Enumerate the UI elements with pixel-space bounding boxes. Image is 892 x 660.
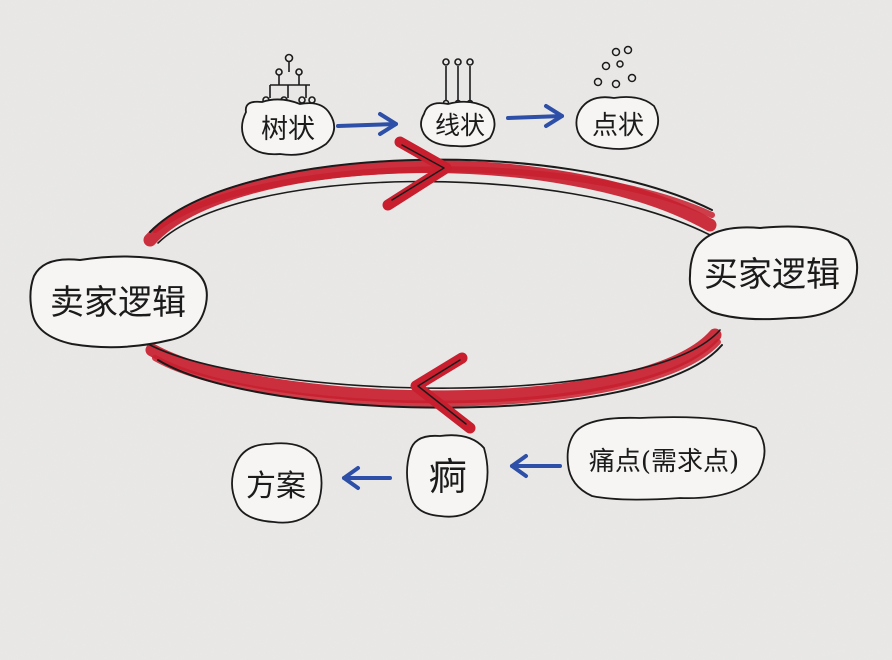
node-point-label: 点状	[592, 111, 644, 141]
node-line: 线状	[420, 100, 496, 148]
top-flow-arrow-2	[506, 104, 564, 128]
node-plan: 方案	[231, 442, 323, 524]
node-pain-point-label: 痛点(需求点)	[589, 447, 739, 477]
node-field-label: 痾	[429, 455, 467, 499]
bottom-flow-arrow-1	[510, 454, 562, 478]
node-seller-logic: 卖家逻辑	[29, 255, 208, 349]
lower-cycle-arrow	[145, 328, 723, 434]
node-tree-label: 树状	[261, 114, 315, 145]
node-buyer-logic: 买家逻辑	[688, 225, 859, 321]
top-flow-arrow-1	[336, 112, 398, 136]
node-point: 点状	[575, 96, 660, 150]
node-buyer-logic-label: 买家逻辑	[704, 255, 840, 295]
node-line-label: 线状	[435, 111, 485, 140]
bottom-flow-arrow-2	[342, 466, 392, 490]
node-plan-label: 方案	[246, 469, 306, 504]
node-field: 痾	[406, 434, 489, 518]
node-pain-point: 痛点(需求点)	[566, 416, 766, 501]
node-tree: 树状	[241, 98, 336, 156]
node-seller-logic-label: 卖家逻辑	[50, 283, 186, 323]
upper-cycle-arrow	[143, 136, 717, 247]
scattered-dots-icon	[593, 45, 637, 89]
